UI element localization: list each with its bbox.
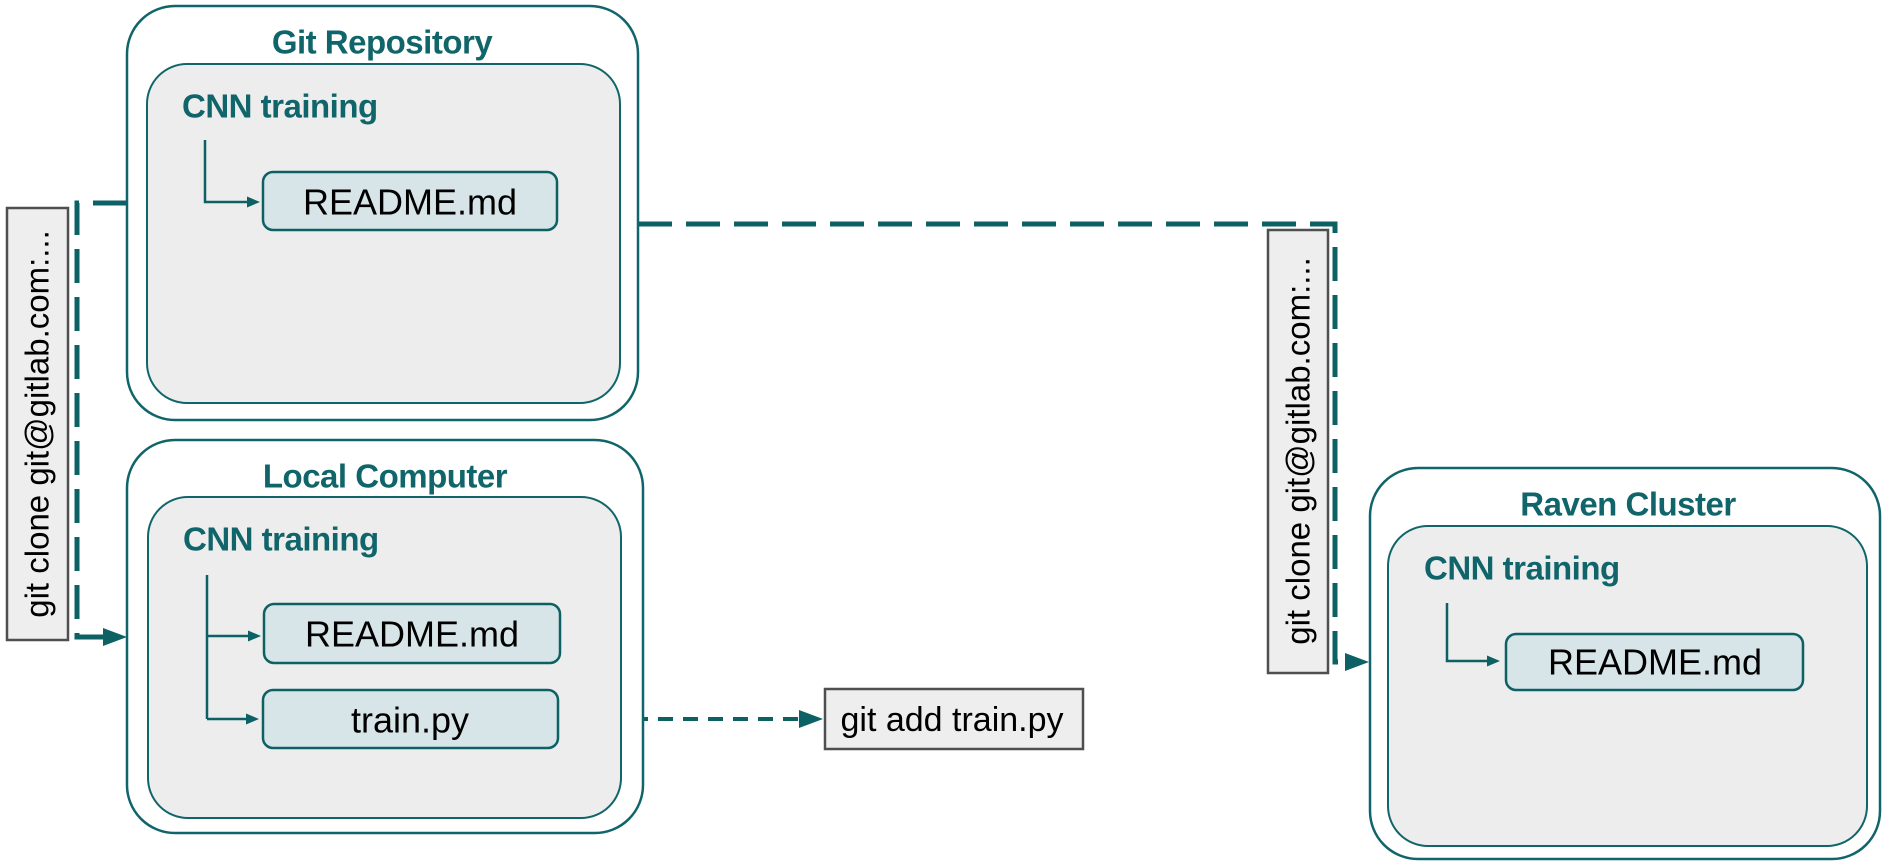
local-computer-file-train-label: train.py <box>351 700 469 741</box>
clone-to-local-label-box <box>5 206 70 642</box>
edge-clone-to-local-path <box>74 200 127 646</box>
git-add-command: git add train.py <box>823 687 1085 751</box>
local-computer-title: Local Computer <box>263 458 508 495</box>
git-repository-title: Git Repository <box>272 24 494 61</box>
edge-clone-to-raven-path <box>638 221 1369 671</box>
git-repository-folder-box <box>146 63 621 404</box>
clone-to-raven-label-box <box>1266 228 1330 675</box>
git-repository-file-readme-label: README.md <box>303 182 517 223</box>
git-repository-container: Git Repository CNN training README.md <box>125 4 640 422</box>
git-add-command-box <box>823 687 1085 751</box>
local-computer-file-train <box>261 688 560 750</box>
git-add-command-text: git add train.py <box>840 701 1063 739</box>
raven-cluster-folder-label: CNN training <box>1424 550 1620 587</box>
raven-cluster-file-readme <box>1504 632 1805 692</box>
git-repository-file-readme <box>261 170 559 232</box>
clone-to-local-label-text: git clone git@gitlab.com:... <box>19 230 56 618</box>
clone-to-raven-label-text: git clone git@gitlab.com:... <box>1280 257 1317 645</box>
git-repository-folder-label: CNN training <box>182 88 378 125</box>
raven-cluster-elbow-arrow <box>1445 603 1500 667</box>
git-repository-elbow-arrow <box>203 140 260 208</box>
local-computer-container: Local Computer CNN training README.md tr… <box>125 438 645 835</box>
local-computer-file-readme-label: README.md <box>305 614 519 655</box>
clone-to-local-label: git clone git@gitlab.com:... <box>5 206 70 642</box>
raven-cluster-file-readme-label: README.md <box>1548 642 1762 683</box>
local-computer-folder-label: CNN training <box>183 521 379 558</box>
raven-cluster-container: Raven Cluster CNN training README.md <box>1368 466 1882 861</box>
clone-to-raven-label: git clone git@gitlab.com:... <box>1266 228 1330 675</box>
local-computer-file-readme <box>262 602 562 665</box>
raven-cluster-title: Raven Cluster <box>1520 486 1736 523</box>
